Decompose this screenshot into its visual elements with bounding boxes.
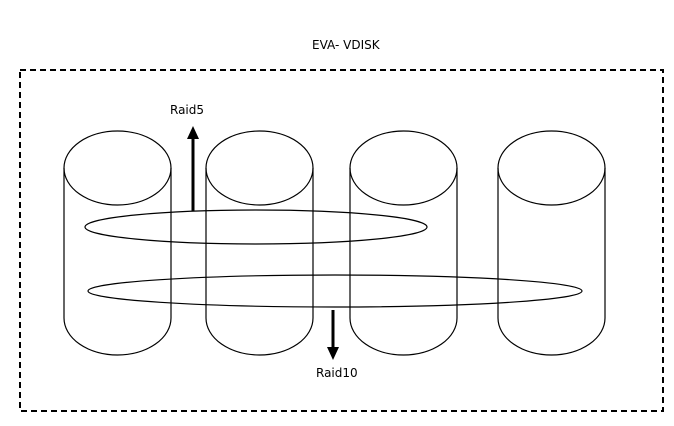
raid10-arrow [327, 310, 339, 360]
disk-cylinder [205, 130, 314, 356]
diagram-title: EVA- VDISK [312, 38, 380, 52]
raid10-stripe [87, 274, 583, 308]
disk-cylinder [497, 130, 606, 356]
vdisk-boundary [19, 69, 664, 412]
raid10-label: Raid10 [316, 366, 358, 380]
raid5-stripe [84, 209, 428, 245]
disk-cylinder [349, 130, 458, 356]
raid5-arrow [187, 126, 199, 211]
raid5-label: Raid5 [170, 103, 205, 117]
disk-cylinder [63, 130, 172, 356]
